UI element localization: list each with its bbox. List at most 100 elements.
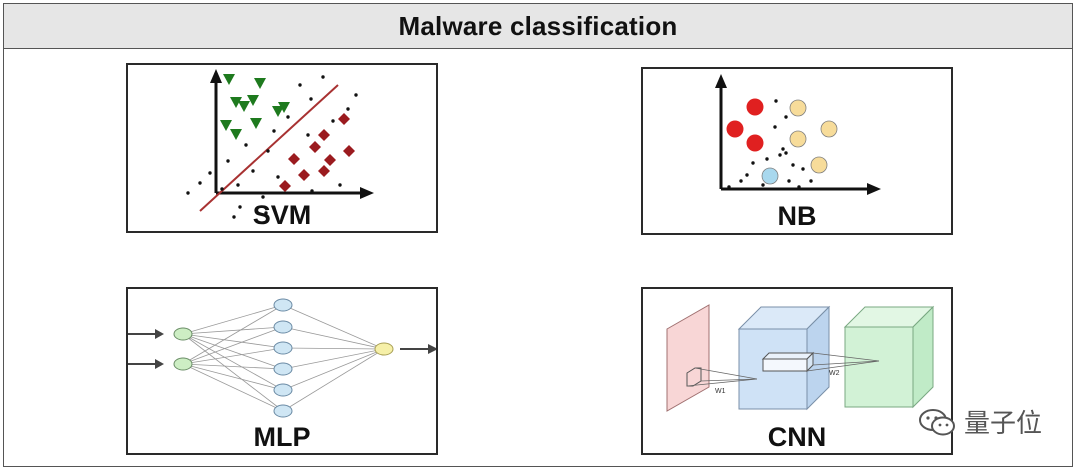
mlp-neurons (173, 298, 394, 418)
svm-dot (309, 97, 313, 101)
mlp-edge (182, 333, 284, 370)
nb-dot (801, 167, 805, 171)
mlp-edge (282, 348, 385, 412)
cnn-label: CNN (767, 422, 827, 452)
svm-dot (261, 195, 265, 199)
cnn-weight-2: W2 (829, 370, 840, 377)
svm-dot (226, 159, 230, 163)
nb-dot (774, 99, 778, 103)
svm-class-a-triangles (220, 74, 290, 140)
svm-dot (264, 211, 268, 215)
mlp-input-neuron (173, 357, 193, 371)
svm-dot (338, 183, 342, 187)
mlp-network (128, 298, 436, 418)
svm-triangle-marker (238, 101, 250, 112)
nb-dot (784, 115, 788, 119)
svm-dot (208, 171, 212, 175)
mlp-edge (182, 326, 284, 365)
mlp-edge (182, 333, 284, 412)
svm-diamond-marker (279, 180, 291, 192)
nb-dot (781, 147, 785, 151)
nb-dot (739, 179, 743, 183)
mlp-hidden-neuron (273, 298, 293, 312)
svm-dot (238, 205, 242, 209)
nb-dot (787, 179, 791, 183)
svm-illustration (186, 69, 374, 219)
svm-dot (186, 191, 190, 195)
cnn-illustration: W1 W2 (666, 304, 935, 412)
mlp-edge (282, 304, 385, 350)
nb-scatter-dots (727, 99, 813, 189)
svm-dot (346, 107, 350, 111)
nb-class-circle (746, 98, 764, 116)
svm-dot (232, 215, 236, 219)
watermark: 量子位 (918, 403, 1042, 440)
mlp-edge (282, 326, 385, 350)
diagram-title: Malware classification (398, 10, 678, 41)
nb-class-circle (761, 167, 779, 185)
svm-triangle-marker (220, 120, 232, 131)
cnn-receptive-field-1 (686, 367, 758, 387)
svm-diamond-marker (309, 141, 321, 153)
nb-class-circle (810, 156, 828, 174)
svm-triangle-marker (230, 129, 242, 140)
nb-class-circle (789, 130, 807, 148)
svm-dot (251, 169, 255, 173)
nb-class-circles (726, 98, 838, 185)
svm-diamond-marker (318, 129, 330, 141)
nb-axes (715, 74, 881, 195)
mlp-hidden-neuron (273, 383, 293, 397)
wechat-logo-icon (918, 408, 955, 435)
cnn-panel: W1 W2 CNN (641, 287, 953, 455)
svm-dot (266, 149, 270, 153)
mlp-hidden-neuron (273, 404, 293, 418)
mlp-hidden-neuron (273, 320, 293, 334)
svm-dot (220, 187, 224, 191)
mlp-edge (282, 348, 385, 370)
svm-dot (306, 133, 310, 137)
svm-triangle-marker (230, 97, 242, 108)
nb-panel: NB (641, 67, 953, 235)
svm-dot (276, 175, 280, 179)
cnn-feature-box (761, 351, 880, 373)
nb-label: NB (777, 201, 817, 231)
mlp-connections (182, 304, 385, 412)
svm-label: SVM (252, 200, 312, 230)
svm-class-b-diamonds (279, 113, 355, 192)
nb-class-circle (726, 120, 744, 138)
cnn-output-volume (843, 305, 935, 409)
mlp-hidden-neuron (273, 362, 293, 376)
mlp-io-arrows (128, 329, 436, 369)
svm-diamond-marker (324, 154, 336, 166)
nb-class-circle (746, 134, 764, 152)
svm-triangle-marker (223, 74, 235, 85)
svm-dot (198, 181, 202, 185)
watermark-text: 量子位 (963, 409, 1042, 439)
svm-triangle-marker (272, 106, 284, 117)
svm-diamond-marker (318, 165, 330, 177)
mlp-edge (182, 363, 284, 391)
nb-dot (778, 153, 782, 157)
nb-dot (761, 183, 765, 187)
svm-dot (236, 183, 240, 187)
mlp-output-neuron (374, 342, 394, 356)
cnn-input-plane (666, 304, 710, 412)
mlp-edge (182, 363, 284, 412)
svm-diamond-marker (338, 113, 350, 125)
nb-dot (745, 173, 749, 177)
cnn-weight-1: W1 (715, 388, 726, 395)
nb-dot (773, 125, 777, 129)
svm-diamond-marker (288, 153, 300, 165)
title-bar: Malware classification (4, 4, 1072, 49)
mlp-edge (182, 333, 284, 391)
mlp-edge (182, 326, 284, 335)
mlp-panel: MLP (126, 287, 438, 455)
mlp-edge (182, 304, 284, 335)
svm-triangle-marker (278, 102, 290, 113)
svm-dot (298, 83, 302, 87)
svm-dot (310, 189, 314, 193)
mlp-hidden-neuron (273, 341, 293, 355)
nb-dot (727, 185, 731, 189)
nb-dot (797, 185, 801, 189)
svm-scatter-dots (186, 75, 358, 219)
